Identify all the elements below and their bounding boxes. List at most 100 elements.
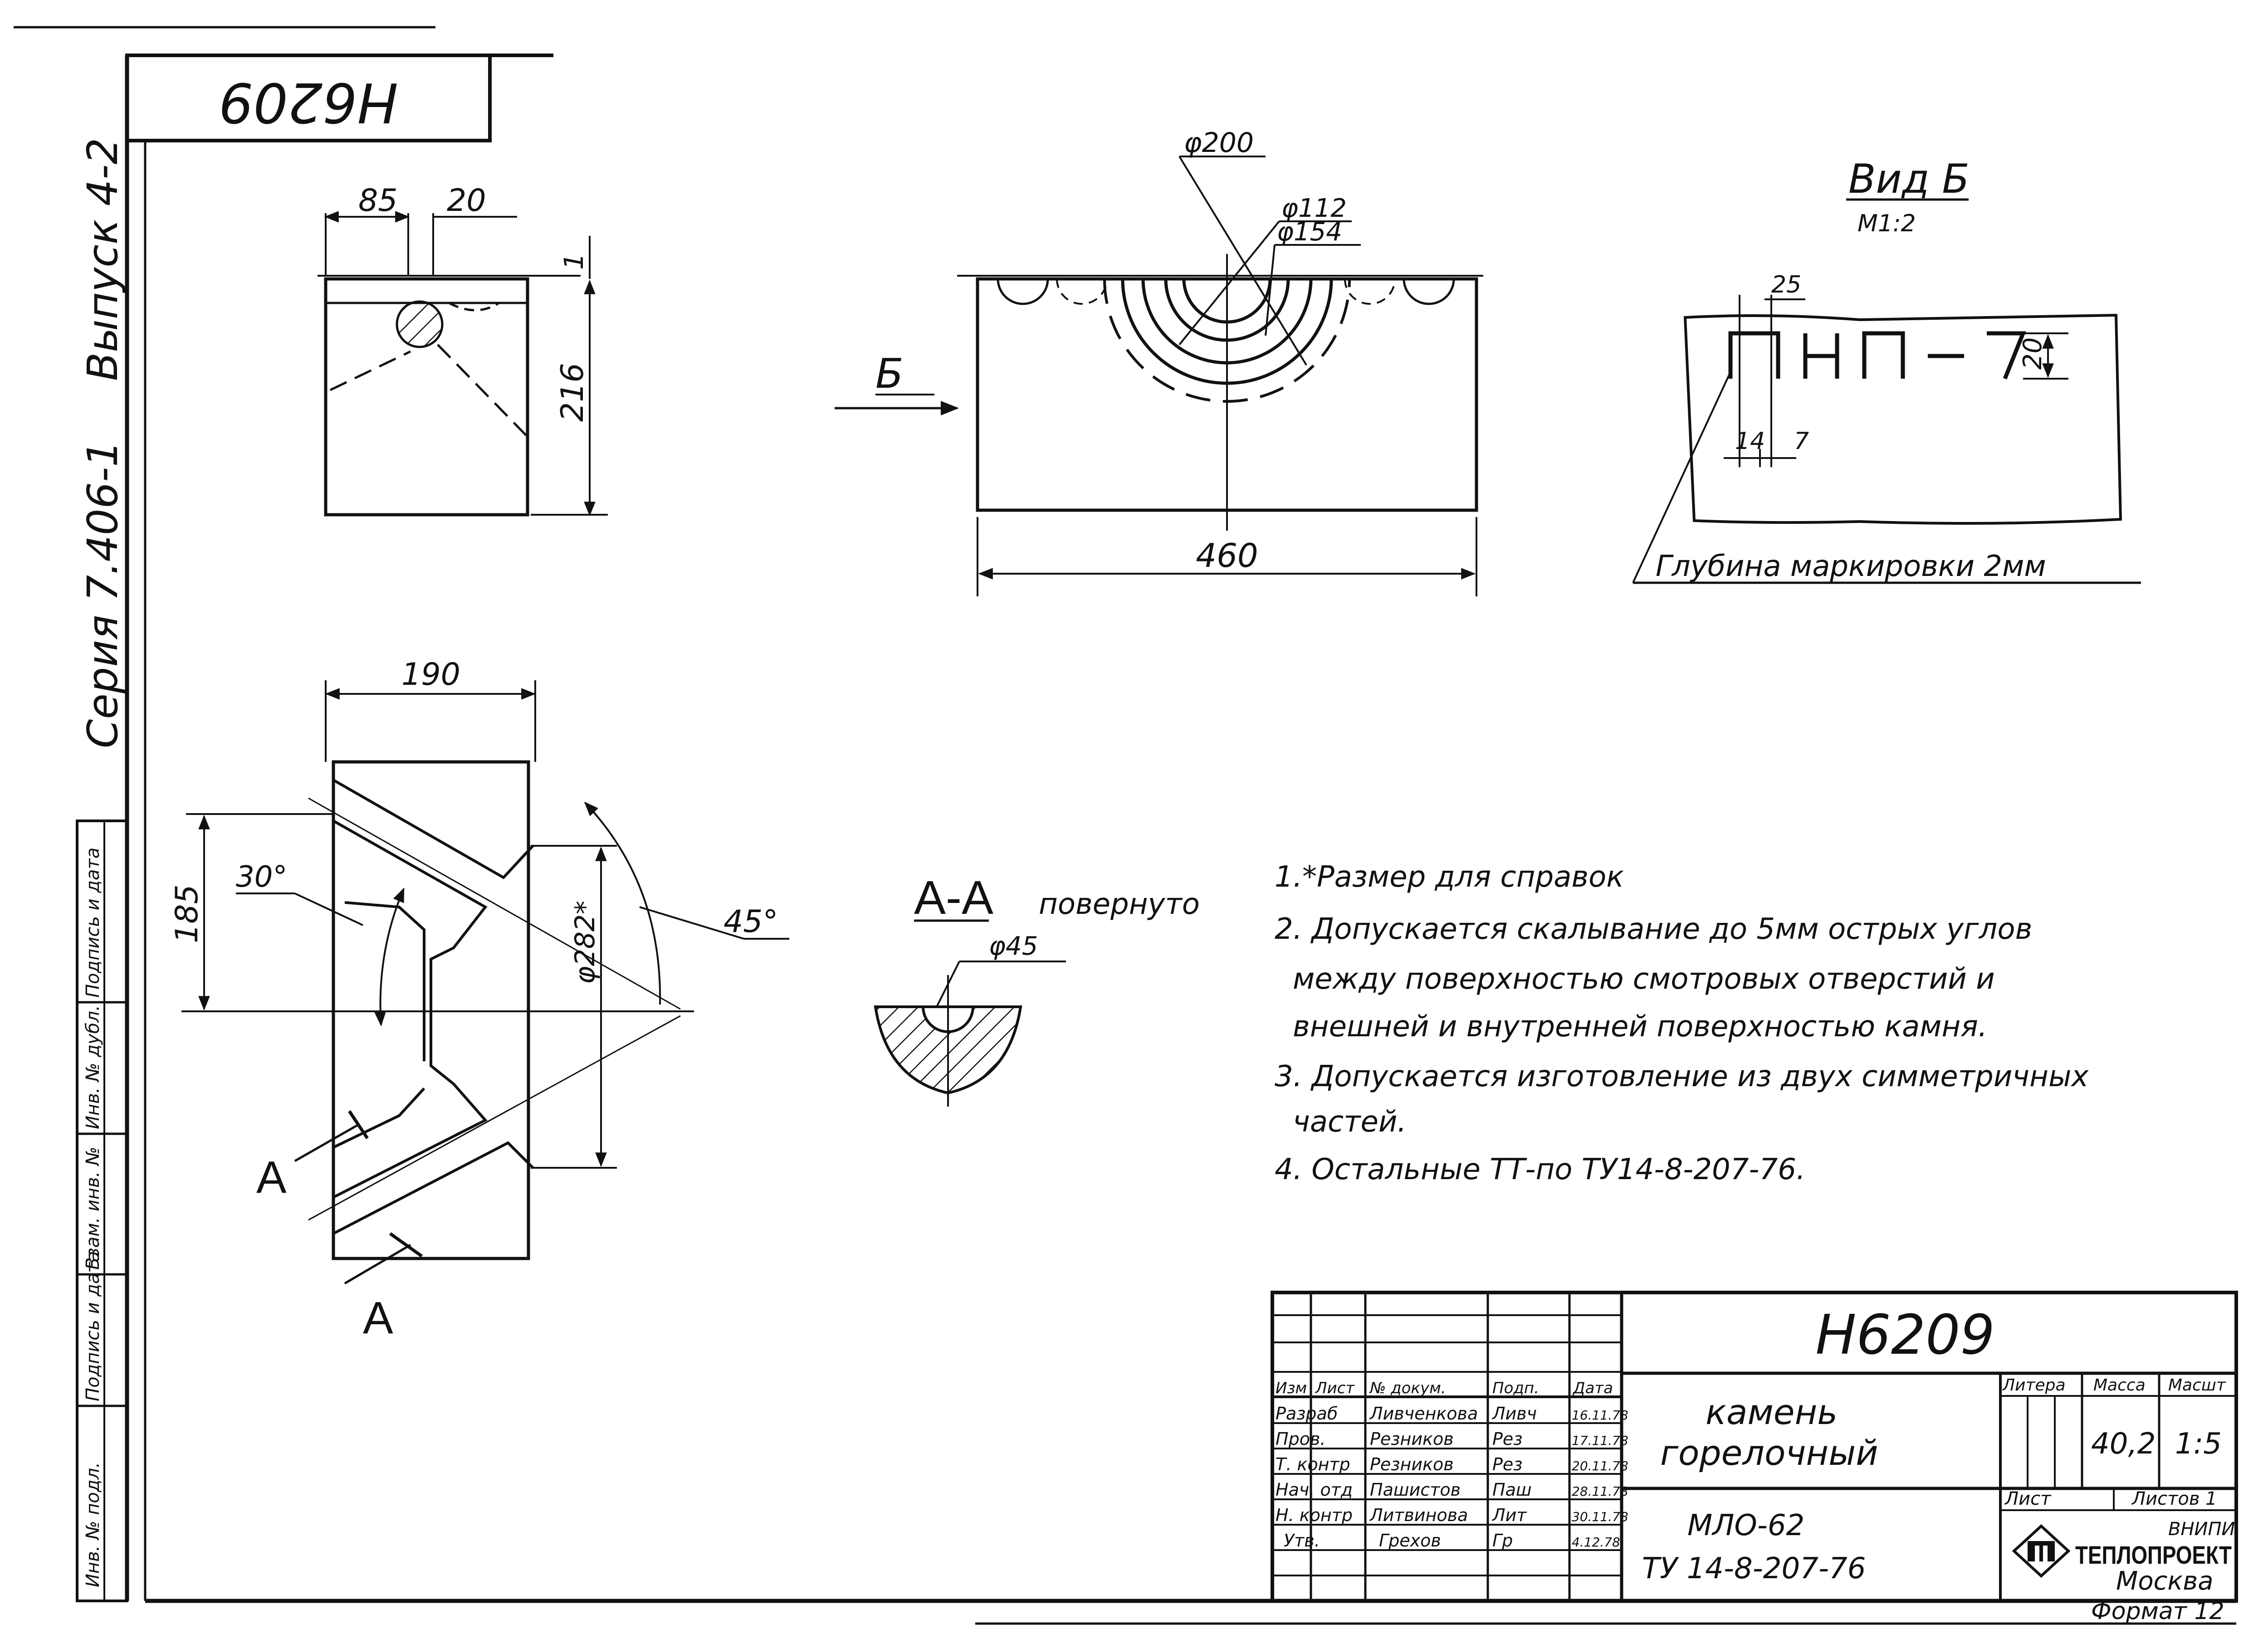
side-series-label: Серия 7.406-1: [78, 440, 127, 748]
row-date: 20.11.78: [1572, 1458, 1628, 1473]
org-city: Москва: [2116, 1566, 2214, 1596]
scale-label: Масшт: [2168, 1376, 2226, 1395]
side-stamp-column: [76, 819, 128, 1602]
row-date: 4.12.78: [1572, 1535, 1620, 1550]
dia-154: φ154: [1277, 217, 1342, 247]
col-header-izm: Изм: [1276, 1379, 1307, 1397]
part-name-line1: камень: [1706, 1392, 1838, 1432]
side-field-2: Подпись и дата: [83, 1251, 103, 1401]
dia-200: φ200: [1184, 127, 1254, 159]
angle-45: 45°: [723, 904, 778, 940]
row-name: Грехов: [1379, 1531, 1441, 1551]
dim-216: 216: [555, 363, 591, 422]
title-doc-code: Н6209: [1815, 1304, 1995, 1367]
dim-460: 460: [1196, 537, 1258, 575]
material-line1: МЛО-62: [1687, 1509, 1804, 1542]
view-arrow-label: Б: [875, 350, 904, 398]
title-block-frame: [1271, 1291, 2238, 1603]
row-name: Резников: [1370, 1454, 1454, 1474]
format-label: Формат 12: [2091, 1598, 2224, 1625]
row-role: Пров.: [1276, 1429, 1325, 1449]
mass-value: 40,2: [2091, 1427, 2156, 1461]
dia-282: φ282*: [569, 901, 601, 984]
stamp-code: Н6209: [219, 70, 398, 133]
mass-label: Масса: [2093, 1376, 2146, 1395]
dim-85: 85: [358, 183, 398, 219]
row-name: Ливченкова: [1369, 1404, 1478, 1424]
col-header-date: Дата: [1572, 1379, 1613, 1397]
row-sign: Рез: [1492, 1454, 1523, 1474]
cut-label-upper: А: [256, 1152, 287, 1203]
note-3-cont: частей.: [1293, 1105, 1407, 1139]
row-date: 17.11.78: [1572, 1433, 1628, 1448]
note-4: 4. Остальные ТТ-по ТУ14-8-207-76.: [1275, 1153, 1805, 1186]
dim-14: 14: [1735, 428, 1765, 455]
part-name-line2: горелочный: [1660, 1433, 1878, 1473]
section-title: А-А: [914, 871, 993, 924]
sheet-frame: [14, 26, 2236, 1625]
note-2-cont-2: внешней и внутренней поверхностью камня.: [1293, 1010, 1987, 1044]
view-b: [1632, 198, 2141, 584]
row-date: 30.11.78: [1572, 1509, 1628, 1524]
note-3: 3. Допускается изготовление из двух симм…: [1275, 1060, 2089, 1093]
note-2-cont-1: между поверхностью смотровых отверстий и: [1293, 962, 1995, 996]
scale-value: 1:5: [2175, 1427, 2222, 1461]
cut-label-lower: А: [363, 1293, 393, 1343]
note-1: 1.*Размер для справок: [1275, 860, 1624, 894]
row-sign: Паш: [1492, 1480, 1532, 1500]
dim-7: 7: [1794, 428, 1809, 455]
top-view: [318, 211, 608, 517]
signature-rows: Разраб Ливченкова Ливч 16.11.78 Пров. Ре…: [1276, 1404, 1628, 1551]
row-date: 16.11.78: [1572, 1408, 1628, 1423]
marking-glyphs: [1728, 331, 2026, 380]
row-role: Н. контр: [1276, 1505, 1353, 1525]
col-header-list: Лист: [1315, 1379, 1355, 1397]
row-sign: Гр: [1492, 1531, 1513, 1551]
depth-note: Глубина маркировки 2мм: [1656, 550, 2046, 583]
col-header-sign: Подп.: [1492, 1379, 1539, 1397]
side-field-3: Взам. инв. №: [83, 1146, 103, 1270]
front-view: [835, 156, 1483, 596]
row-sign: Рез: [1492, 1429, 1523, 1449]
row-role: Т. контр: [1276, 1454, 1350, 1474]
view-b-scale: М1:2: [1857, 210, 1916, 237]
dim-20-top: 20: [447, 183, 486, 219]
dim-1: 1: [558, 253, 589, 270]
sheet-label: Лист: [2004, 1488, 2052, 1509]
dim-190: 190: [401, 657, 460, 693]
dia-112: φ112: [1281, 194, 1347, 223]
note-2: 2. Допускается скалывание до 5мм острых …: [1275, 912, 2032, 946]
row-date: 28.11.78: [1572, 1484, 1628, 1499]
view-b-title: Вид Б: [1848, 156, 1970, 202]
marking-text: ПНП-7: [2177, 680, 2179, 681]
side-issue-label: Выпуск 4-2: [78, 138, 127, 381]
side-field-1: Инв. № подл.: [83, 1462, 103, 1587]
dia-45: φ45: [989, 932, 1038, 961]
col-header-doc: № докум.: [1369, 1379, 1446, 1397]
row-name: Резников: [1370, 1429, 1454, 1449]
org-line1: ВНИПИ: [2168, 1519, 2235, 1540]
section-subtitle: повернуто: [1039, 888, 1200, 921]
dim-185: 185: [169, 884, 205, 943]
section-aa: [874, 919, 1066, 1107]
sheets-label: Листов 1: [2131, 1488, 2217, 1509]
litera-label: Литера: [2002, 1376, 2066, 1395]
notes-block: 1.*Размер для справок 2. Допускается ска…: [1275, 860, 2089, 1186]
angle-30: 30°: [236, 860, 287, 894]
row-name: Литвинова: [1369, 1505, 1468, 1525]
material-line2: ТУ 14-8-207-76: [1642, 1552, 1866, 1585]
row-sign: Лит: [1491, 1505, 1527, 1525]
row-role: Нач. отд: [1276, 1480, 1353, 1500]
org-logo-icon: [2012, 1524, 2071, 1578]
row-sign: Ливч: [1491, 1404, 1537, 1424]
org-line2: ТЕПЛОПРОЕКТ: [2075, 1541, 2232, 1569]
row-role: Разраб: [1276, 1404, 1338, 1424]
side-view: [181, 680, 789, 1285]
side-field-5: Подпись и дата: [83, 848, 103, 998]
row-name: Пашистов: [1370, 1480, 1461, 1500]
dim-20-marking: 20: [2018, 337, 2048, 370]
dim-25: 25: [1771, 271, 1801, 298]
side-field-4: Инв. № дубл.: [83, 1005, 103, 1129]
row-role: Утв.: [1284, 1531, 1320, 1551]
